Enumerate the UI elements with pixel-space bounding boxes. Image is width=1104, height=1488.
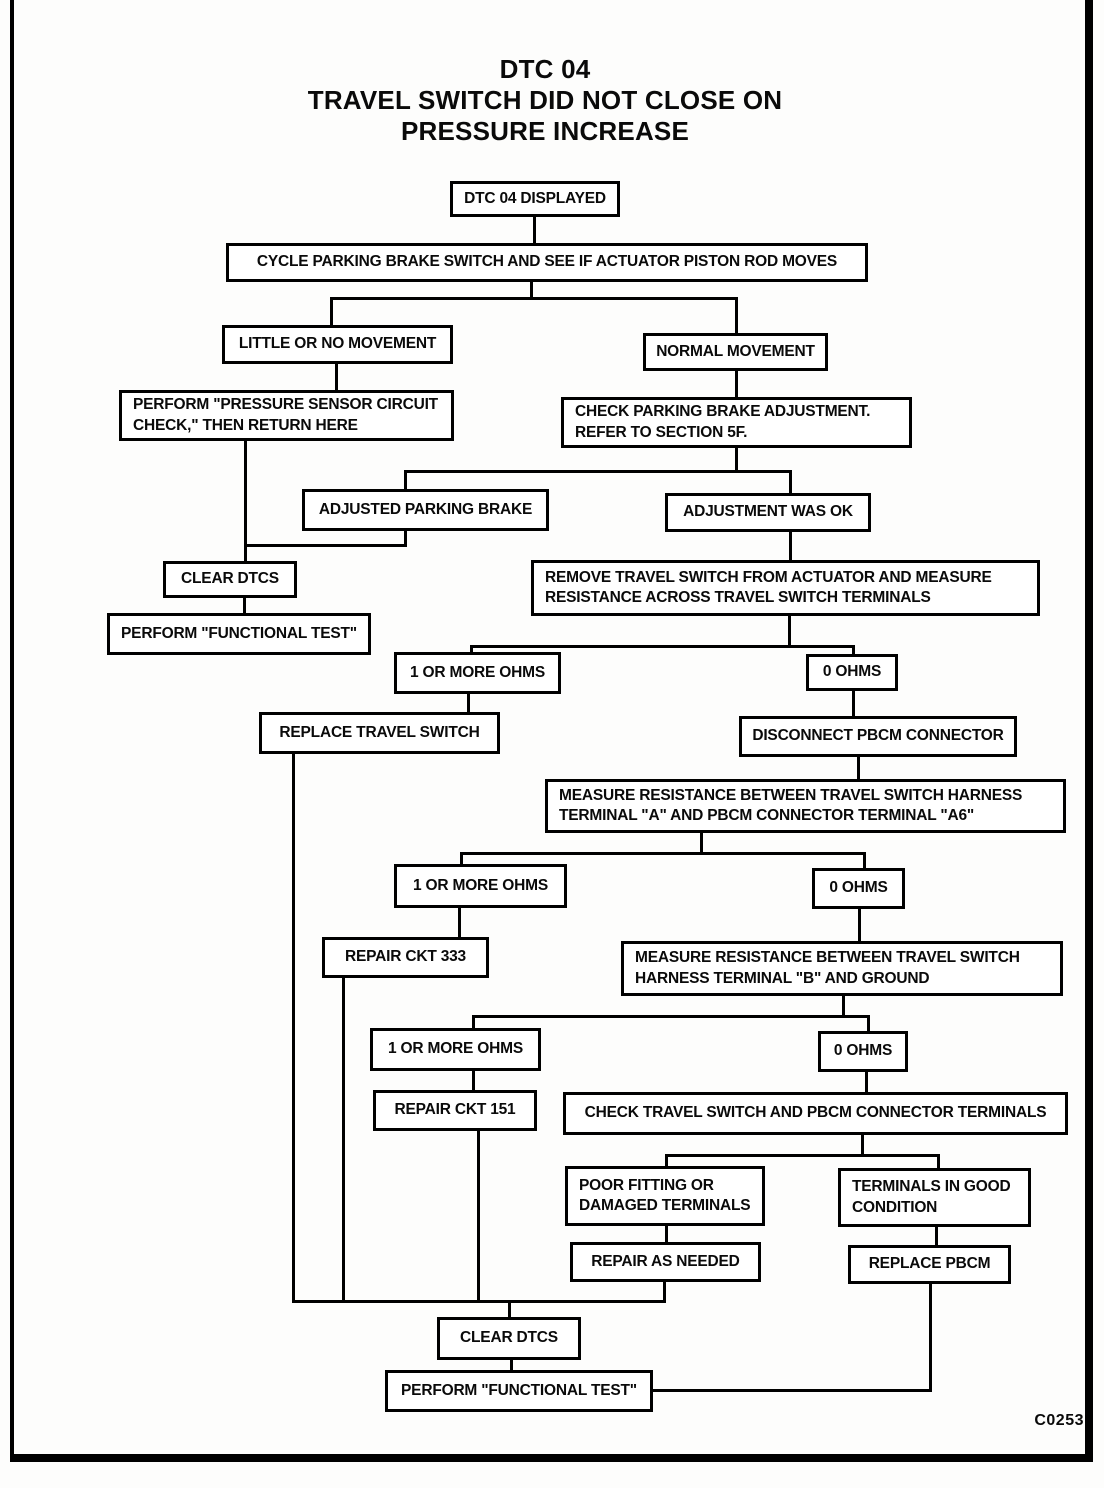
node-clear-dtcs-bottom: CLEAR DTCS: [437, 1317, 581, 1360]
connector-line: [533, 215, 536, 245]
connector-line: [789, 530, 792, 563]
title-line-1: DTC 04: [499, 54, 591, 84]
connector-line: [867, 1015, 870, 1034]
connector-line: [861, 1133, 864, 1157]
connector-line: [508, 1300, 511, 1320]
node-replace-travel-switch: REPLACE TRAVEL SWITCH: [259, 712, 500, 754]
connector-line: [789, 470, 792, 496]
connector-line: [470, 645, 473, 656]
node-terminals-in-good-condition: TERMINALS IN GOOD CONDITION: [838, 1168, 1031, 1227]
connector-line: [292, 752, 295, 1303]
connector-line: [663, 1280, 666, 1303]
node-0-ohms-3: 0 OHMS: [818, 1031, 908, 1072]
node-dtc-04-displayed: DTC 04 DISPLAYED: [450, 181, 620, 217]
page-border-right: [1085, 0, 1093, 1461]
connector-line: [244, 544, 407, 547]
figure-code: C0253: [1034, 1412, 1084, 1429]
node-little-or-no-movement: LITTLE OR NO MOVEMENT: [222, 325, 453, 364]
connector-line: [330, 297, 738, 300]
connector-line: [335, 362, 338, 393]
connector-line: [735, 446, 738, 473]
node-adjusted-parking-brake: ADJUSTED PARKING BRAKE: [302, 489, 549, 531]
connector-line: [243, 596, 246, 616]
node-0-ohms-1: 0 OHMS: [806, 654, 898, 691]
node-remove-travel-switch-measure: REMOVE TRAVEL SWITCH FROM ACTUATOR AND M…: [531, 560, 1040, 616]
node-1-or-more-ohms-1: 1 OR MORE OHMS: [394, 652, 561, 694]
connector-line: [472, 1015, 870, 1018]
connector-line: [477, 1129, 480, 1303]
node-measure-resistance-terminal-b-ground: MEASURE RESISTANCE BETWEEN TRAVEL SWITCH…: [621, 941, 1063, 996]
connector-line: [700, 831, 703, 855]
connector-line: [665, 1154, 668, 1169]
page-title: DTC 04 TRAVEL SWITCH DID NOT CLOSE ON PR…: [165, 54, 925, 147]
connector-line: [458, 906, 461, 940]
connector-line: [244, 439, 247, 564]
node-repair-as-needed: REPAIR AS NEEDED: [570, 1242, 761, 1282]
connector-line: [467, 692, 470, 715]
title-line-2: TRAVEL SWITCH DID NOT CLOSE ON: [307, 85, 783, 115]
node-measure-resistance-terminal-a-a6: MEASURE RESISTANCE BETWEEN TRAVEL SWITCH…: [545, 779, 1066, 833]
node-0-ohms-2: 0 OHMS: [812, 868, 905, 909]
node-perform-functional-test-left: PERFORM "FUNCTIONAL TEST": [107, 613, 371, 655]
connector-line: [858, 907, 861, 944]
connector-line: [852, 645, 855, 657]
connector-line: [937, 1154, 940, 1171]
node-poor-fitting-damaged-terminals: POOR FITTING OR DAMAGED TERMINALS: [565, 1166, 765, 1226]
node-adjustment-was-ok: ADJUSTMENT WAS OK: [665, 493, 871, 532]
node-clear-dtcs-left: CLEAR DTCS: [163, 561, 297, 598]
node-check-travel-switch-pbcm-terminals: CHECK TRAVEL SWITCH AND PBCM CONNECTOR T…: [563, 1092, 1068, 1135]
connector-line: [292, 1300, 666, 1303]
connector-line: [404, 529, 407, 547]
connector-line: [857, 755, 860, 782]
connector-line: [330, 297, 333, 328]
node-1-or-more-ohms-2: 1 OR MORE OHMS: [394, 864, 567, 908]
connector-line: [472, 1015, 475, 1031]
node-repair-ckt-151: REPAIR CKT 151: [373, 1090, 537, 1131]
page-border-left: [10, 0, 14, 1458]
node-disconnect-pbcm-connector: DISCONNECT PBCM CONNECTOR: [739, 716, 1017, 757]
connector-line: [842, 994, 845, 1017]
connector-line: [342, 976, 345, 1303]
connector-line: [735, 369, 738, 400]
connector-line: [460, 852, 866, 855]
node-check-parking-brake-adjustment: CHECK PARKING BRAKE ADJUSTMENT. REFER TO…: [561, 397, 912, 448]
connector-line: [510, 1358, 513, 1373]
node-perform-functional-test-bottom: PERFORM "FUNCTIONAL TEST": [385, 1370, 653, 1412]
connector-line: [852, 689, 855, 719]
connector-line: [460, 852, 463, 867]
connector-line: [530, 280, 533, 300]
connector-line: [404, 470, 792, 473]
connector-line: [865, 1070, 868, 1095]
connector-line: [863, 852, 866, 871]
page-border-bottom: [10, 1454, 1093, 1462]
connector-line: [651, 1389, 932, 1392]
title-line-3: PRESSURE INCREASE: [400, 116, 690, 146]
connector-line: [665, 1224, 668, 1245]
connector-line: [735, 297, 738, 336]
node-normal-movement: NORMAL MOVEMENT: [643, 333, 828, 371]
connector-line: [404, 470, 407, 492]
node-perform-pressure-sensor-circuit-check: PERFORM "PRESSURE SENSOR CIRCUIT CHECK,"…: [119, 390, 454, 441]
connector-line: [935, 1225, 938, 1248]
connector-line: [470, 645, 855, 648]
node-cycle-parking-brake-switch: CYCLE PARKING BRAKE SWITCH AND SEE IF AC…: [226, 243, 868, 282]
node-replace-pbcm: REPLACE PBCM: [848, 1245, 1011, 1284]
connector-line: [929, 1282, 932, 1392]
connector-line: [788, 614, 791, 648]
connector-line: [472, 1069, 475, 1093]
node-1-or-more-ohms-3: 1 OR MORE OHMS: [370, 1028, 541, 1071]
connector-line: [665, 1154, 940, 1157]
node-repair-ckt-333: REPAIR CKT 333: [322, 937, 489, 978]
